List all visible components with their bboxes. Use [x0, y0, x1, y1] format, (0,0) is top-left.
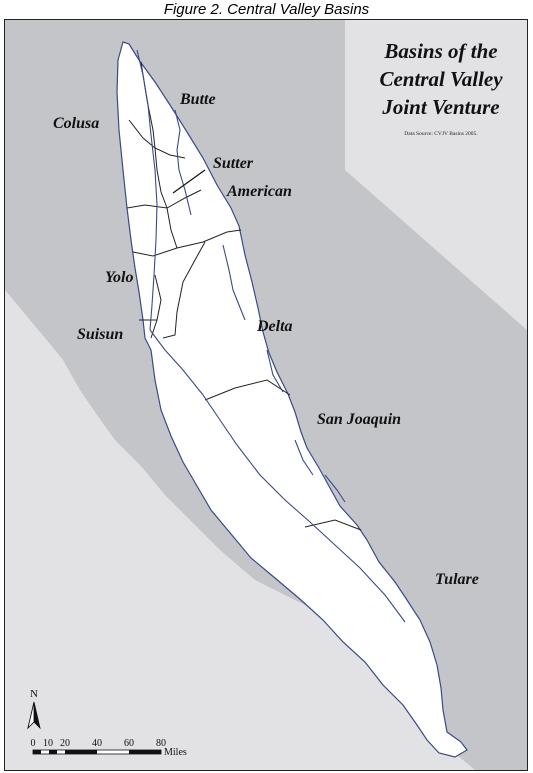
basin-label-delta: Delta: [256, 318, 293, 335]
scale-tick-0: 0: [31, 738, 36, 749]
scale-tick-10: 10: [43, 738, 53, 749]
basin-label-butte: Butte: [179, 91, 216, 108]
north-arrow-label: N: [30, 688, 38, 700]
scale-unit: Miles: [164, 747, 187, 758]
basin-label-yolo: Yolo: [105, 269, 133, 286]
basin-label-san-joaquin: San Joaquin: [317, 411, 401, 428]
scale-tick-20: 20: [60, 738, 70, 749]
map-title-line-3: Joint Venture: [381, 95, 499, 119]
map-title-line-1: Basins of the: [383, 39, 497, 63]
basin-label-sutter: Sutter: [213, 155, 254, 172]
north-arrow: N: [27, 688, 41, 730]
basin-label-american: American: [226, 183, 292, 200]
map-frame: Basins of the Central Valley Joint Ventu…: [4, 19, 528, 771]
central-valley: [116, 41, 468, 758]
figure-caption: Figure 2. Central Valley Basins: [163, 1, 370, 18]
scale-tick-40: 40: [92, 738, 102, 749]
basin-label-colusa: Colusa: [53, 115, 99, 132]
map-canvas: Basins of the Central Valley Joint Ventu…: [5, 20, 527, 770]
basin-label-tulare: Tulare: [435, 571, 479, 588]
map-title-line-2: Central Valley: [379, 67, 503, 91]
scale-bar: 0 10 20 40 60 80 Miles: [31, 738, 187, 758]
basin-boundaries: [126, 61, 362, 531]
rivers: [136, 49, 406, 623]
scale-tick-60: 60: [124, 738, 134, 749]
sutter-leader-line: [172, 169, 206, 194]
basin-label-suisun: Suisun: [77, 326, 123, 343]
map-source: Data Source: CVJV Basins 2005.: [404, 131, 478, 137]
scale-tick-80: 80: [156, 738, 166, 749]
